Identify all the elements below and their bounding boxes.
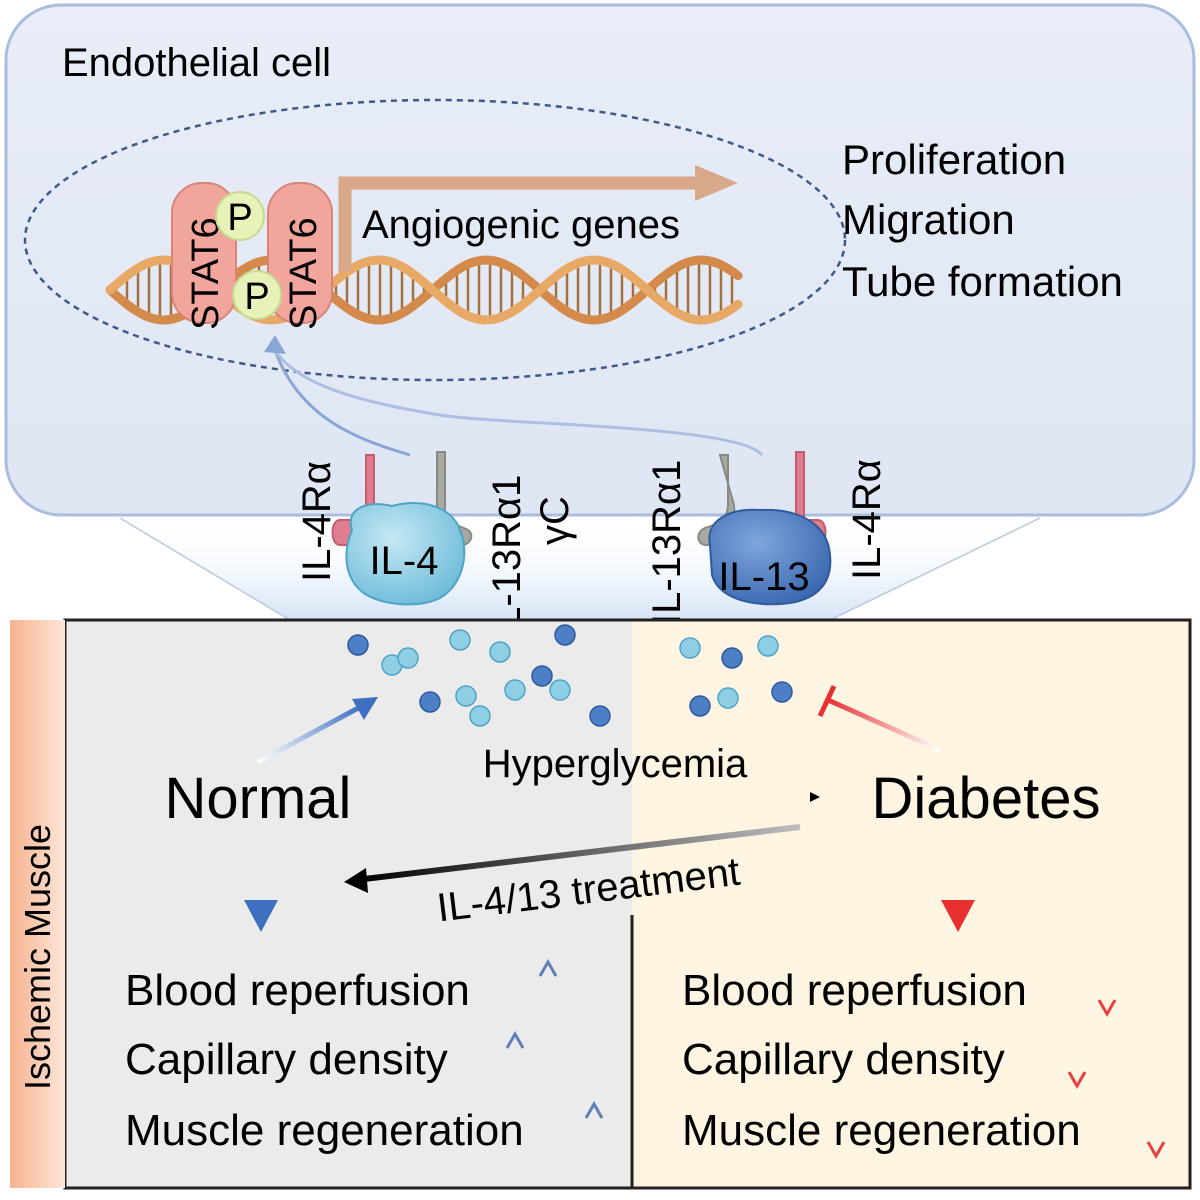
- il13-label: IL-13: [718, 555, 809, 599]
- phosphate-top: [215, 191, 265, 241]
- zoom-funnel: [120, 518, 1040, 620]
- il4-particle: [397, 647, 419, 669]
- il4-particle: [717, 687, 739, 709]
- il4-particle: [469, 705, 491, 727]
- funnel-edge-right: [829, 517, 1041, 621]
- funnel-edge-left: [119, 517, 291, 621]
- stat6-dimer: STAT6 STAT6 P P: [171, 182, 333, 330]
- il4-particle: [489, 641, 511, 663]
- il13-particle: [531, 665, 553, 687]
- il4-label: IL-4: [370, 539, 439, 583]
- phosphate-bottom-label: P: [244, 276, 269, 318]
- normal-down-arrow: [244, 848, 278, 932]
- diabetes-down-arrow: [941, 848, 975, 932]
- il4-particle: [449, 629, 471, 651]
- il4-particle: [679, 637, 701, 659]
- il13-particle: [419, 691, 441, 713]
- up-arrow-icon: [538, 958, 558, 1010]
- il4-particle: [549, 679, 571, 701]
- il13-particle: [689, 695, 711, 717]
- down-arrow-icon: [1097, 966, 1117, 1018]
- cell-title: Endothelial cell: [62, 41, 331, 85]
- cytokine-particles: [347, 624, 793, 727]
- diabetes-outcomes: Blood reperfusion Capillary density Musc…: [682, 966, 1166, 1160]
- phosphate-top-label: P: [227, 197, 252, 239]
- nucleus: [23, 98, 847, 382]
- il4-particle: [757, 635, 779, 657]
- stat6-left-label: STAT6: [185, 217, 227, 330]
- normal-outcome-reperfusion: Blood reperfusion: [125, 966, 470, 1015]
- normal-outcome-regeneration: Muscle regeneration: [125, 1106, 524, 1155]
- il13-particle: [589, 705, 611, 727]
- il13-particle: [347, 634, 369, 656]
- il13-ligand: [708, 508, 832, 606]
- outcome-tube-formation: Tube formation: [842, 258, 1123, 305]
- receptor-complex-il4: IL-4 IL-4Rα IL-13Rα1 γC: [295, 451, 577, 640]
- cell-outcomes: Proliferation Migration Tube formation: [842, 136, 1123, 305]
- normal-outcome-capillary: Capillary density: [125, 1035, 448, 1084]
- hyperglycemia-label: Hyperglycemia: [483, 742, 748, 786]
- il13-particle: [554, 624, 576, 646]
- side-label-box: [10, 620, 65, 1188]
- diabetes-inhibition: [817, 684, 942, 753]
- ischemic-muscle-panel: Ischemic Muscle: [10, 618, 1192, 1190]
- receptor-complex-il13: IL-13 IL-13Rα1 IL-4Rα: [645, 451, 889, 625]
- il13-particle: [771, 681, 793, 703]
- diabetes-label: Diabetes: [872, 766, 1101, 831]
- il4-particle: [455, 685, 477, 707]
- down-arrow-icon: [1146, 1108, 1166, 1160]
- outcome-proliferation: Proliferation: [842, 136, 1066, 183]
- il4ra-label-left: IL-4Rα: [295, 461, 339, 582]
- phosphate-bottom: [232, 270, 282, 320]
- treatment-arrow: [344, 824, 801, 893]
- up-arrow-icon: [584, 1100, 604, 1154]
- diabetes-outcome-regeneration: Muscle regeneration: [682, 1106, 1081, 1155]
- il13ra1-label-right: IL-13Rα1: [645, 460, 689, 625]
- normal-to-cytokine-arrow: [256, 697, 378, 765]
- gamma-c-label: γC: [533, 496, 577, 545]
- il13-particle: [721, 647, 743, 669]
- stat6-right: [267, 182, 333, 324]
- transcription-arrow: [338, 165, 738, 272]
- up-arrow-icon: [505, 1030, 525, 1082]
- il4ra-label-right: IL-4Rα: [845, 459, 889, 580]
- ischemic-muscle-label: Ischemic Muscle: [17, 824, 58, 1090]
- stat6-right-label: STAT6: [283, 217, 325, 330]
- normal-outcomes: Blood reperfusion Capillary density Musc…: [125, 958, 604, 1155]
- diabetes-region: [632, 620, 1190, 1188]
- normal-label: Normal: [165, 766, 352, 831]
- diabetes-outcome-reperfusion: Blood reperfusion: [682, 966, 1027, 1015]
- outcome-migration: Migration: [842, 196, 1015, 243]
- diabetes-outcome-capillary: Capillary density: [682, 1035, 1005, 1084]
- il4-ligand: [345, 502, 466, 606]
- angiogenic-genes-label: Angiogenic genes: [362, 203, 680, 247]
- il13ra1-label-left: IL-13Rα1: [485, 475, 529, 640]
- il4-particle: [504, 679, 526, 701]
- down-arrow-icon: [1067, 1038, 1087, 1090]
- signaling-arrow: [264, 335, 764, 457]
